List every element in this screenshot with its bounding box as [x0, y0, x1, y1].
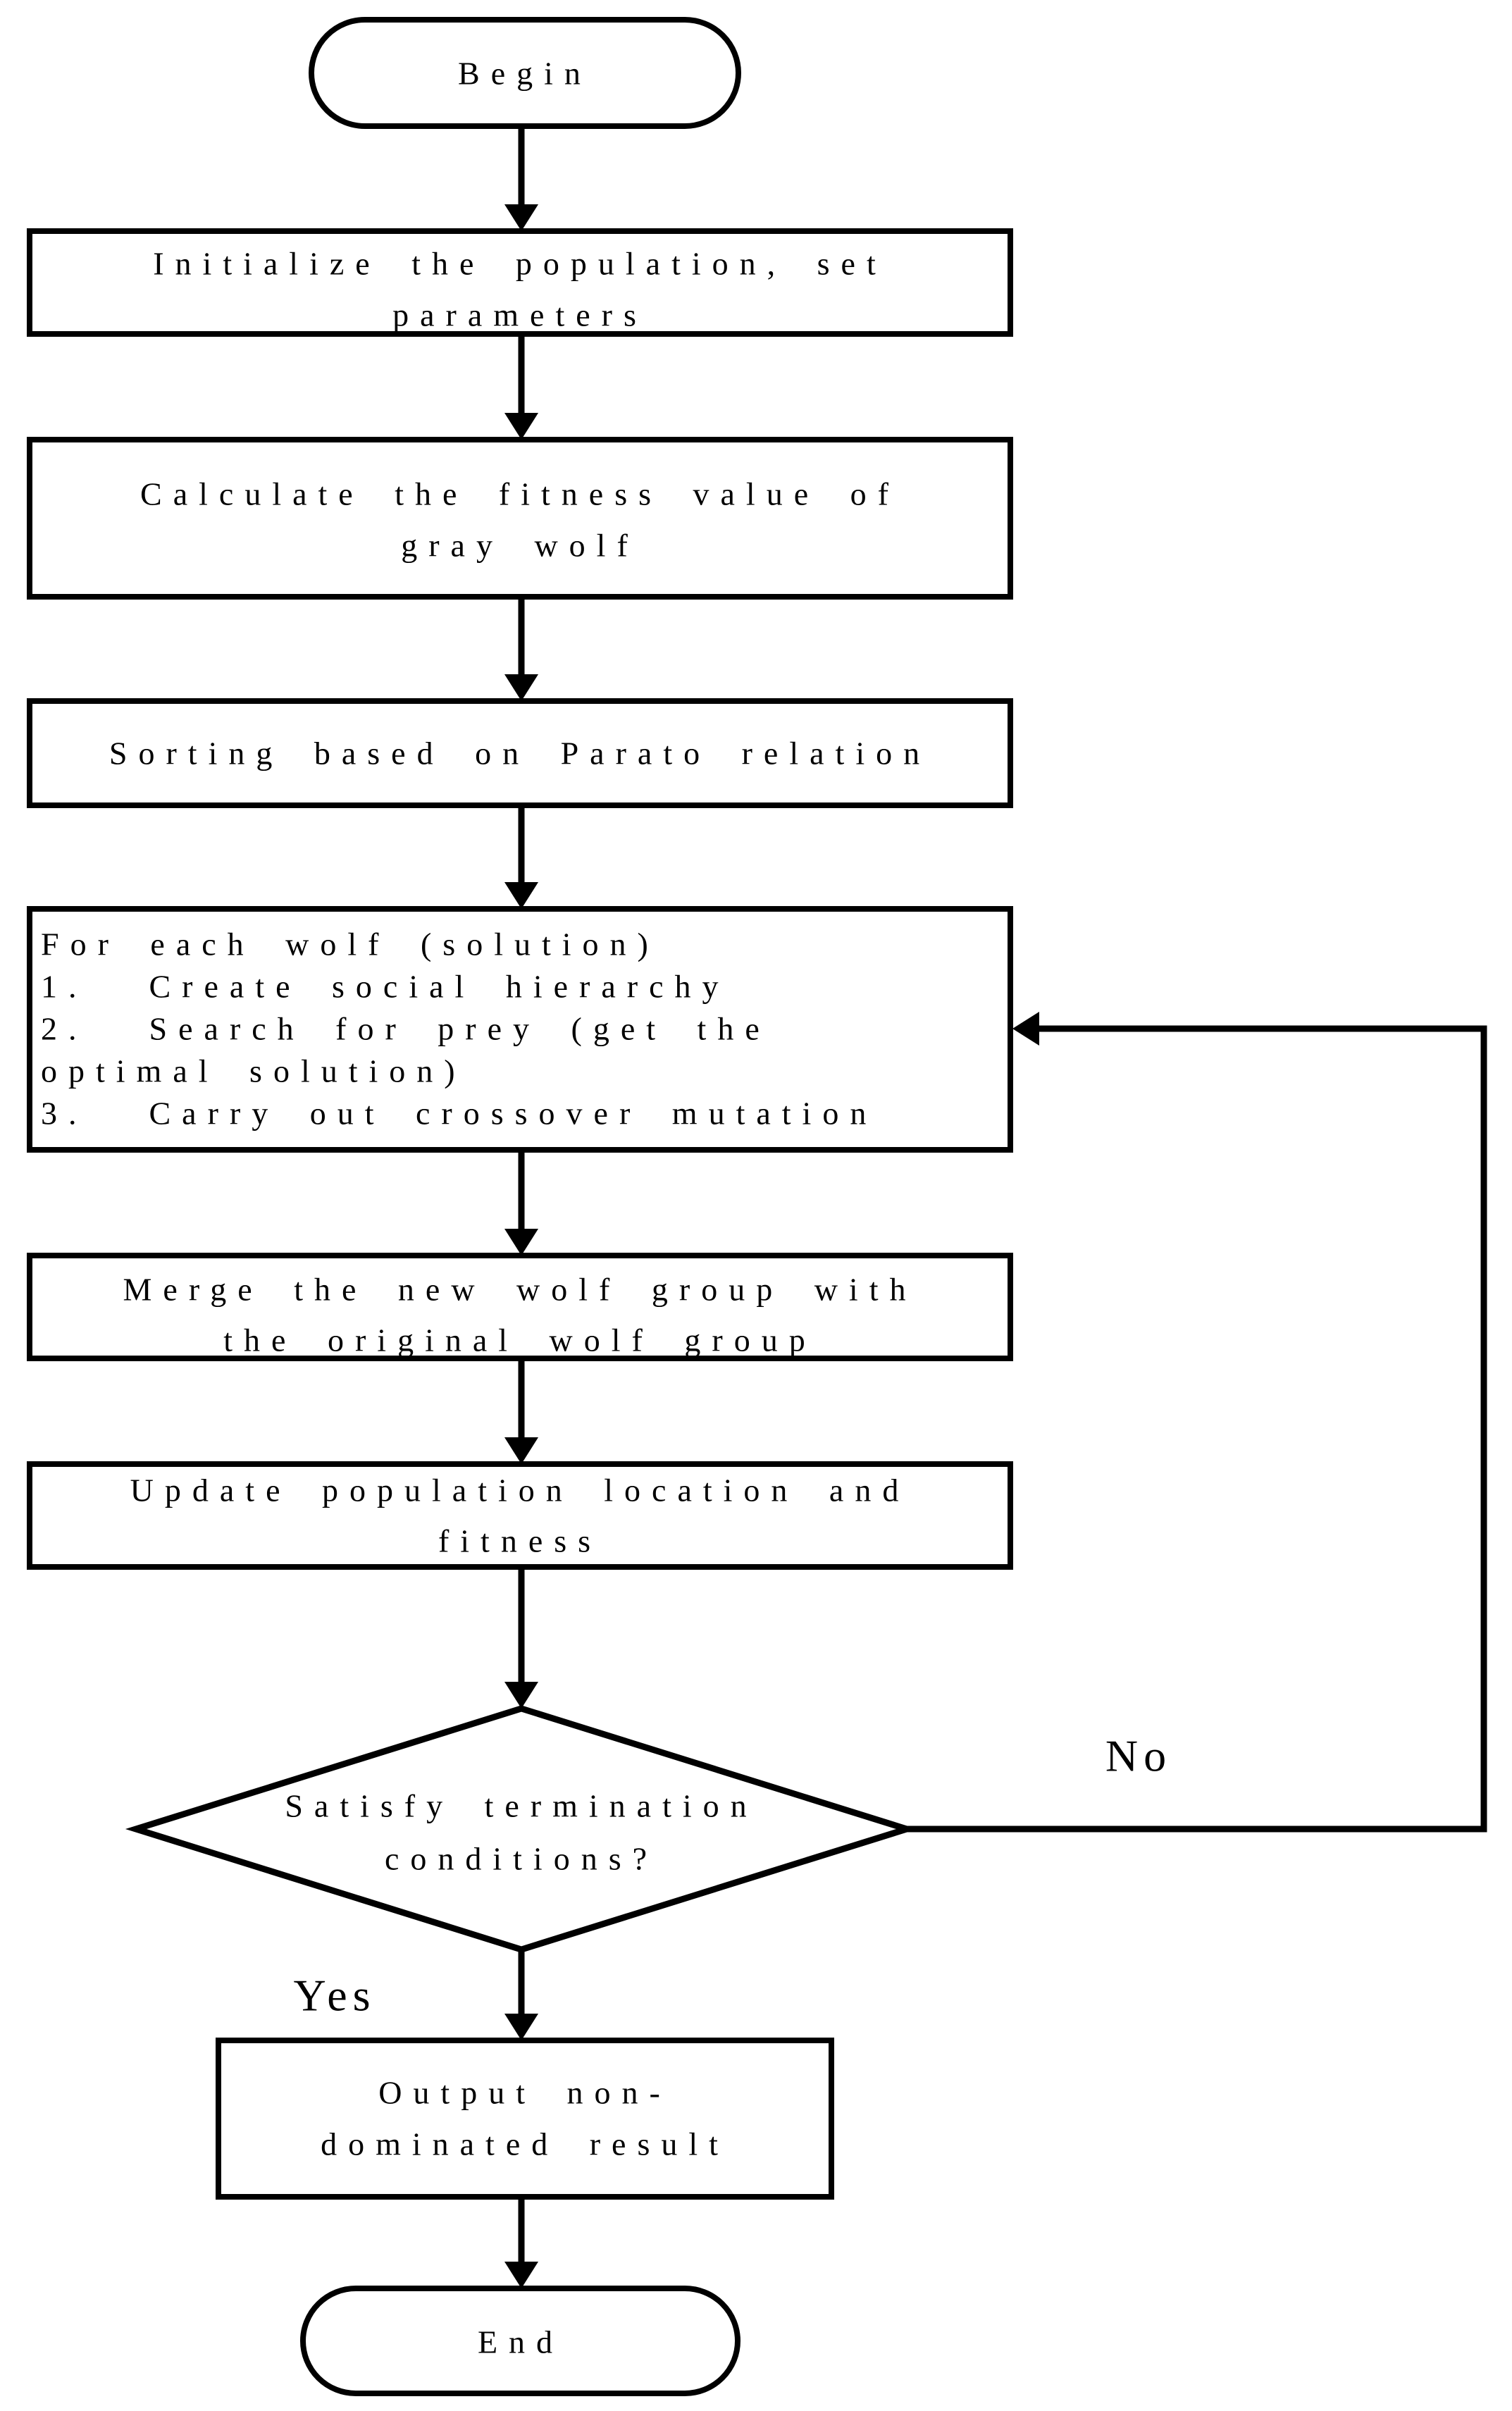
connector-decision-no-loop — [907, 1012, 1487, 1833]
fitness-line-2: gray wolf — [401, 528, 639, 564]
connector-update-to-decision — [504, 1564, 538, 1709]
arrowhead-down-icon — [504, 2262, 538, 2288]
node-sorting: Sorting based on Parato relation — [27, 698, 1013, 808]
foreach-line-4: optimal solution) — [41, 1053, 466, 1089]
arrowhead-down-icon — [504, 2014, 538, 2040]
node-output: Output non- dominated result — [216, 2038, 834, 2200]
connector-output-to-end — [504, 2194, 538, 2288]
update-line-2: fitness — [438, 1523, 602, 1559]
connector-fitness-to-sorting — [504, 594, 538, 701]
connector-decision-yes-to-output — [504, 1947, 538, 2040]
output-line-2: dominated result — [321, 2126, 729, 2162]
node-merge: Merge the new wolf group with the origin… — [27, 1253, 1013, 1361]
arrowhead-down-icon — [504, 674, 538, 701]
foreach-line-3: 2. Search for prey (get the — [41, 1011, 771, 1047]
fitness-line-1: Calculate the fitness value of — [140, 476, 900, 512]
initialize-line-2: parameters — [392, 297, 647, 333]
edge-label-no: No — [1105, 1731, 1172, 1781]
decision-line-1: Satisfy termination — [285, 1788, 757, 1824]
connector-begin-to-initialize — [504, 123, 538, 231]
initialize-line-1: Initialize the population, set — [153, 246, 887, 282]
arrowhead-down-icon — [504, 413, 538, 440]
arrowhead-down-icon — [504, 204, 538, 231]
end-label: End — [478, 2324, 564, 2360]
arrowhead-down-icon — [504, 1437, 538, 1464]
merge-line-2: the original wolf group — [223, 1322, 816, 1358]
node-end: End — [300, 2286, 740, 2396]
arrowhead-down-icon — [504, 1682, 538, 1709]
node-fitness: Calculate the fitness value of gray wolf — [27, 437, 1013, 600]
foreach-line-5: 3. Carry out crossover mutation — [41, 1096, 877, 1132]
arrowhead-left-icon — [1012, 1012, 1039, 1046]
update-line-1: Update population location and — [130, 1473, 910, 1508]
connector-initialize-to-fitness — [504, 331, 538, 440]
connector-sorting-to-foreach — [504, 802, 538, 909]
node-begin: Begin — [309, 17, 741, 129]
node-foreach: For each wolf (solution) 1. Create socia… — [27, 906, 1013, 1153]
sorting-line-1: Sorting based on Parato relation — [109, 736, 931, 771]
edge-label-yes: Yes — [293, 1971, 376, 2021]
connector-merge-to-update — [504, 1356, 538, 1464]
decision-line-2: conditions? — [385, 1841, 658, 1877]
foreach-line-2: 1. Create social hierarchy — [41, 969, 730, 1005]
output-line-1: Output non- — [378, 2075, 671, 2111]
arrowhead-down-icon — [504, 882, 538, 909]
node-decision: Satisfy termination conditions? — [125, 1705, 918, 1953]
begin-label: Begin — [458, 56, 592, 92]
node-initialize: Initialize the population, set parameter… — [27, 228, 1013, 337]
foreach-line-1: For each wolf (solution) — [41, 926, 659, 962]
connector-foreach-to-merge — [504, 1147, 538, 1256]
merge-line-1: Merge the new wolf group with — [123, 1272, 917, 1308]
node-update: Update population location and fitness — [27, 1461, 1013, 1570]
arrowhead-down-icon — [504, 1229, 538, 1256]
